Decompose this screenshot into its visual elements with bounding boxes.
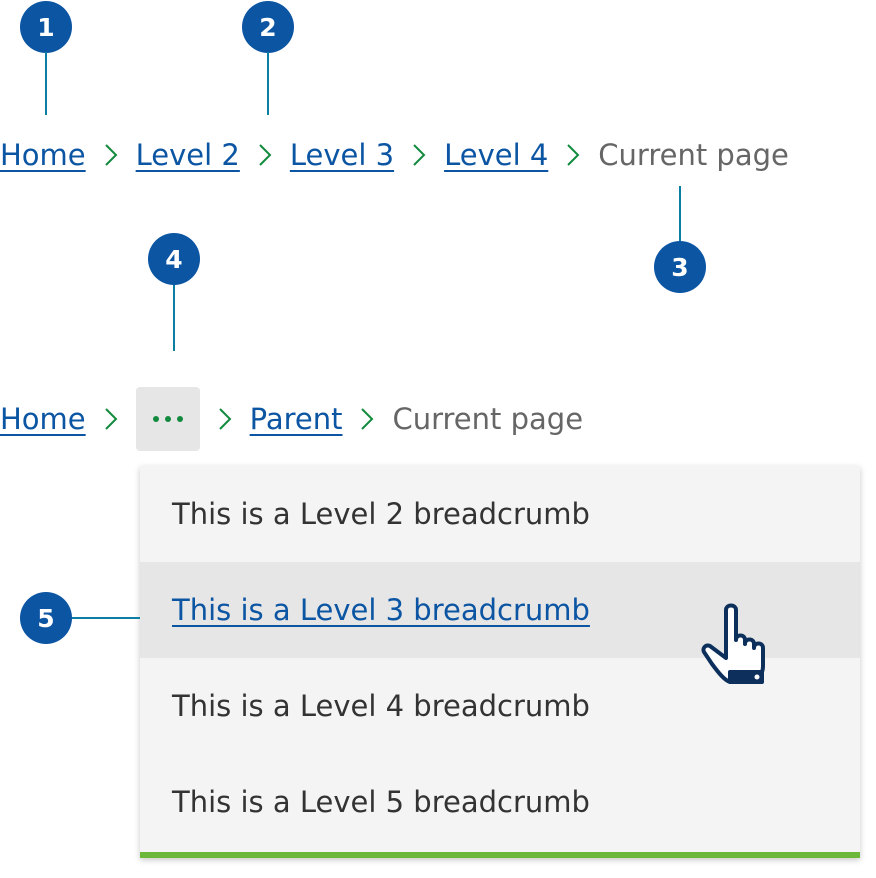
breadcrumb-link-level-2[interactable]: Level 2: [135, 138, 240, 172]
callout-marker-3: 3: [654, 241, 706, 293]
breadcrumb-link-home[interactable]: Home: [0, 402, 86, 436]
callout-leader-1: [45, 52, 47, 115]
ellipsis-icon: [176, 416, 183, 422]
breadcrumb-current-page: Current page: [598, 138, 789, 172]
chevron-right-icon: [86, 407, 136, 431]
callout-marker-5: 5: [20, 592, 72, 644]
breadcrumb-current-page: Current page: [392, 402, 584, 436]
menu-item-level-4[interactable]: This is a Level 4 breadcrumb: [140, 658, 860, 754]
hand-pointer-icon: [701, 603, 765, 684]
breadcrumb-link-home[interactable]: Home: [0, 138, 86, 172]
chevron-right-icon: [548, 143, 598, 167]
chevron-right-icon: [200, 407, 250, 431]
callout-leader-4: [173, 285, 175, 351]
chevron-right-icon: [240, 143, 290, 167]
breadcrumb-link-level-3[interactable]: Level 3: [289, 138, 395, 172]
breadcrumb-collapsed: Home Parent Current page: [0, 387, 583, 451]
ellipsis-icon: [152, 416, 159, 422]
breadcrumb-overflow-button[interactable]: [135, 387, 200, 451]
callout-marker-2: 2: [242, 1, 294, 53]
callout-marker-1: 1: [20, 1, 72, 53]
menu-item-label: This is a Level 3 breadcrumb: [172, 593, 590, 627]
breadcrumb-full: Home Level 2 Level 3 Level 4 Current pag…: [0, 125, 789, 185]
callout-marker-4: 4: [148, 233, 200, 285]
callout-leader-2: [267, 52, 269, 115]
menu-item-label: This is a Level 5 breadcrumb: [172, 785, 590, 819]
callout-leader-5: [72, 617, 140, 619]
menu-item-label: This is a Level 4 breadcrumb: [172, 689, 590, 723]
chevron-right-icon: [86, 143, 136, 167]
menu-item-level-5[interactable]: This is a Level 5 breadcrumb: [140, 754, 860, 850]
menu-item-label: This is a Level 2 breadcrumb: [172, 497, 590, 531]
chevron-right-icon: [342, 407, 392, 431]
ellipsis-icon: [164, 416, 171, 422]
callout-leader-3: [679, 186, 681, 241]
chevron-right-icon: [394, 143, 444, 167]
breadcrumb-link-level-4[interactable]: Level 4: [444, 138, 549, 172]
menu-item-level-2[interactable]: This is a Level 2 breadcrumb: [140, 466, 860, 562]
breadcrumb-link-parent[interactable]: Parent: [249, 402, 343, 436]
